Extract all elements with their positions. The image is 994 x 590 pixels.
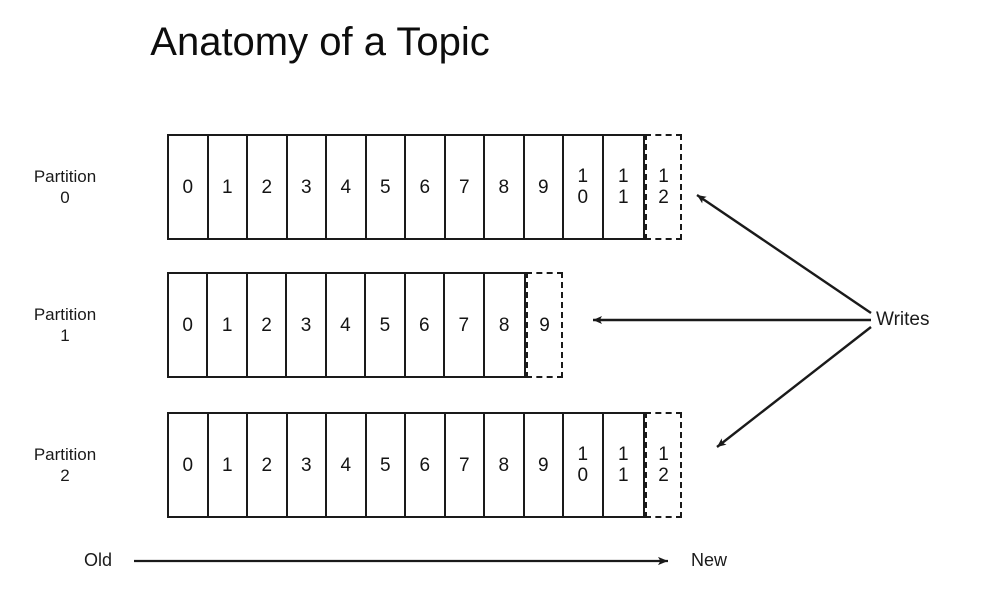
axis-label-new: New xyxy=(691,550,728,570)
partition-label-1-line1: Partition xyxy=(33,305,97,324)
log-cell: 8 xyxy=(485,414,525,516)
log-cell: 7 xyxy=(445,274,485,376)
log-cell: 2 xyxy=(248,274,288,376)
write-arrow-partition-2 xyxy=(716,326,872,448)
log-cell: 1 xyxy=(208,274,248,376)
log-cell: 2 xyxy=(248,414,288,516)
log-cell: 0 xyxy=(169,274,209,376)
log-cell: 7 xyxy=(446,414,485,516)
log-cell: 5 xyxy=(367,414,406,516)
page-title: Anatomy of a Topic xyxy=(150,20,490,64)
partition-label-1: Partition 1 xyxy=(0,304,130,346)
log-cell: 6 xyxy=(406,274,446,376)
log-cell: 9 xyxy=(525,136,564,238)
log-cell: 6 xyxy=(406,136,446,238)
log-cell: 6 xyxy=(406,414,446,516)
partition-row-1: Partition 1 0 1 2 3 4 5 6 7 8 9 xyxy=(0,272,700,378)
axis-label-old: Old xyxy=(84,550,113,570)
log-cell: 4 xyxy=(327,136,367,238)
log-cell: 7 xyxy=(446,136,485,238)
log-cell: 0 xyxy=(169,136,209,238)
partition-label-2-line1: Partition xyxy=(33,445,97,464)
partition-label-2-line2: 2 xyxy=(60,466,70,485)
partition-label-2: Partition 2 xyxy=(0,444,130,486)
partition-label-0-line1: Partition xyxy=(33,167,97,186)
log-cell: 8 xyxy=(498,314,510,336)
partition-pending-cell-1: 9 xyxy=(526,272,563,378)
log-cell: 9 xyxy=(525,414,564,516)
log-cell: 1 xyxy=(209,414,248,516)
partition-label-1-line2: 1 xyxy=(60,326,70,345)
writes-label: Writes xyxy=(876,309,930,330)
partition-log-box-1: 0 1 2 3 4 5 6 7 8 xyxy=(167,272,526,378)
log-cell: 4 xyxy=(327,414,367,516)
log-cell: 0 xyxy=(169,414,209,516)
log-cell: 5 xyxy=(366,274,406,376)
log-cell: 1 xyxy=(209,136,248,238)
write-arrow-partition-0 xyxy=(696,194,872,314)
log-cell: 3 xyxy=(288,136,327,238)
log-cell: 8 xyxy=(485,136,525,238)
partition-label-0: Partition 0 xyxy=(0,166,130,208)
log-cell: 3 xyxy=(288,414,327,516)
log-cell: 2 xyxy=(248,136,288,238)
log-cell: 5 xyxy=(367,136,406,238)
log-cell: 3 xyxy=(287,274,327,376)
partition-label-0-line2: 0 xyxy=(60,188,70,207)
log-cell: 4 xyxy=(327,274,367,376)
